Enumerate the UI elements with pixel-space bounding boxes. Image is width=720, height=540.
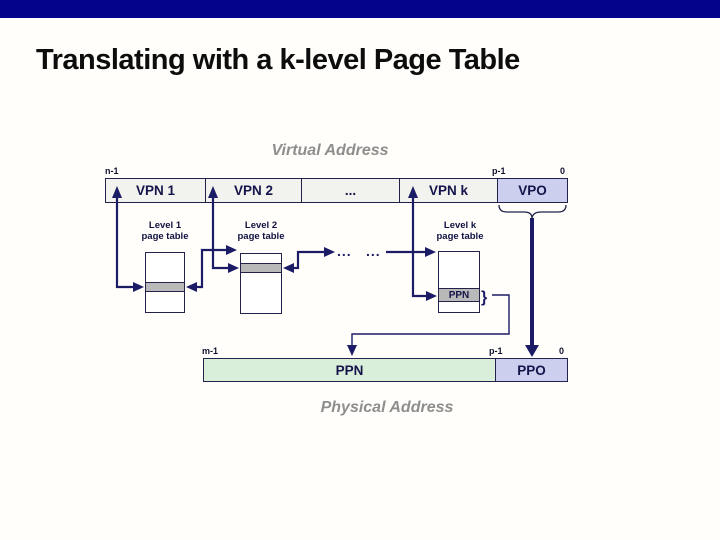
down-arrow-into-ppo <box>525 345 539 357</box>
top-banner <box>0 0 720 18</box>
va-segment-ellipsis: ... <box>301 179 399 202</box>
ppn-entry-brace: } <box>481 289 487 306</box>
ellipsis-left: ... <box>337 243 352 259</box>
page-table-k-label: Level k page table <box>425 220 495 242</box>
arrow-into-l1-entry-right <box>186 282 197 292</box>
page-table-1-label: Level 1 page table <box>130 220 200 242</box>
va-segment-vpn1: VPN 1 <box>106 179 205 202</box>
arrow-into-l1-entry <box>133 282 144 292</box>
virtual-address-bar: VPN 1 VPN 2 ... VPN k VPO <box>105 178 568 203</box>
va-bit-high: n-1 <box>105 166 119 176</box>
pa-bit-p: p-1 <box>489 346 503 356</box>
arrow-into-l2-entry <box>228 263 239 273</box>
page-table-2-label: Level 2 page table <box>226 220 296 242</box>
page-table-1-entry <box>146 282 184 292</box>
pa-segment-ppn: PPN <box>204 359 495 381</box>
page-table-2-box <box>240 253 282 314</box>
va-bit-zero: 0 <box>560 166 566 176</box>
va-segment-vpnk: VPN k <box>399 179 497 202</box>
physical-address-heading: Physical Address <box>320 399 454 416</box>
arrow-into-l2-top <box>226 245 237 255</box>
arrow-into-lk-top <box>425 247 436 257</box>
ellipsis-right: ... <box>366 243 381 259</box>
slide-title: Translating with a k-level Page Table <box>36 44 520 76</box>
page-table-2-entry <box>241 263 281 273</box>
page-table-2-label-line2: page table <box>237 231 285 243</box>
page-table-k-label-line2: page table <box>436 231 484 243</box>
page-table-k-label-line1: Level k <box>443 220 477 231</box>
pa-segment-ppo: PPO <box>495 359 567 381</box>
page-table-1-box <box>145 252 185 313</box>
arrow-to-dots <box>324 247 335 257</box>
virtual-address-heading: Virtual Address <box>271 142 389 159</box>
page-table-k-box: PPN <box>438 251 480 313</box>
arrow-into-ppn-entry <box>426 291 437 301</box>
pa-bit-zero: 0 <box>559 346 565 356</box>
physical-address-bar: PPN PPO <box>203 358 568 382</box>
ellipsis-dots: ... ... <box>337 243 381 259</box>
va-segment-vpn2: VPN 2 <box>205 179 301 202</box>
page-table-2-label-line1: Level 2 <box>244 220 278 231</box>
va-bit-p: p-1 <box>492 166 506 176</box>
vpo-underbrace <box>498 204 567 219</box>
page-table-1-label-line1: Level 1 <box>148 220 182 231</box>
pa-bit-high: m-1 <box>202 346 219 356</box>
ppn-value-connector <box>351 294 510 346</box>
page-table-1-label-line2: page table <box>141 231 189 243</box>
arrow-into-l2-entry-right <box>283 263 294 273</box>
down-arrow-into-ppn <box>347 345 357 356</box>
page-table-k-entry-ppn: PPN <box>439 288 479 302</box>
va-segment-vpo: VPO <box>497 179 567 202</box>
